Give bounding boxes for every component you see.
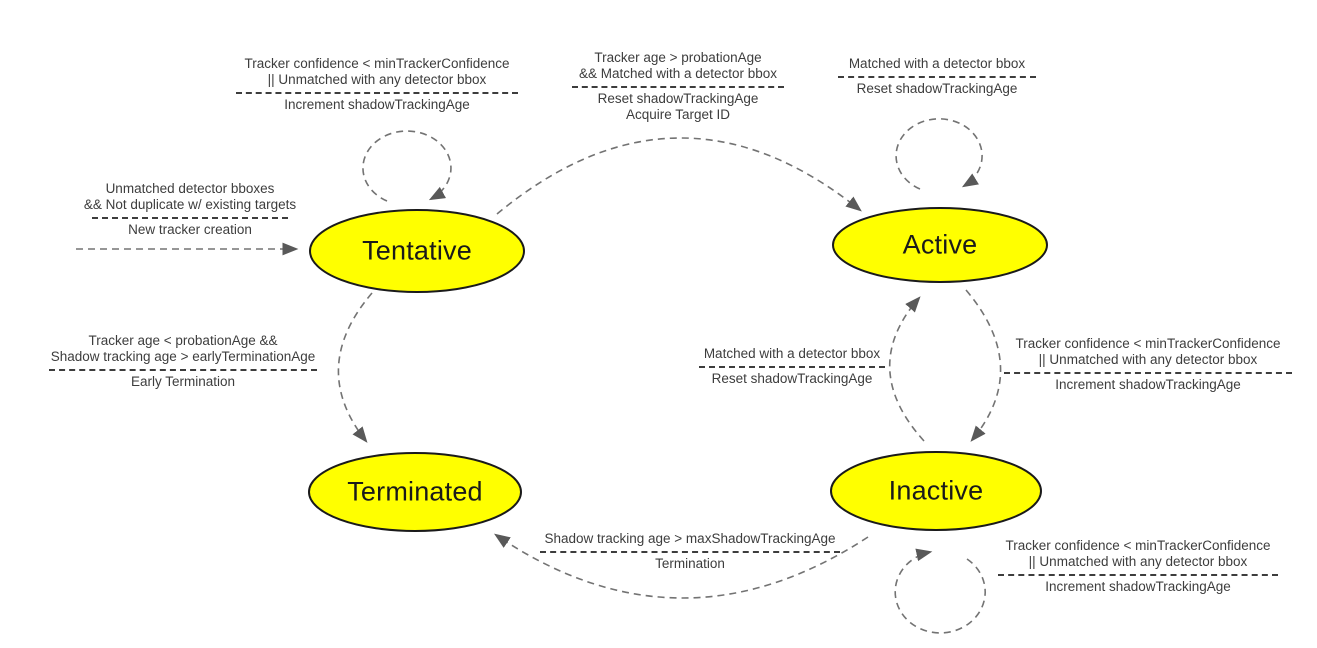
label-inactive-to-terminated: Shadow tracking age > maxShadowTrackingA… — [530, 531, 850, 572]
state-tentative-shape — [309, 209, 525, 293]
condition-line: Shadow tracking age > maxShadowTrackingA… — [544, 531, 836, 546]
state-active-shape — [832, 207, 1048, 283]
label-divider — [540, 551, 840, 553]
label-divider — [49, 369, 317, 371]
label-inactive-to-active: Matched with a detector bbox Reset shado… — [677, 346, 907, 387]
condition-line: Tracker age < probationAge && — [88, 333, 278, 348]
arrow-active-self-loop — [895, 118, 983, 190]
condition-line: && Not duplicate w/ existing targets — [83, 197, 297, 212]
state-terminated-label: Terminated — [347, 476, 483, 507]
label-divider — [699, 366, 885, 368]
label-inactive-self: Tracker confidence < minTrackerConfidenc… — [982, 538, 1294, 595]
state-tentative-label: Tentative — [362, 235, 472, 266]
condition-line: || Unmatched with any detector bbox — [267, 72, 487, 87]
action-line: Acquire Target ID — [625, 107, 731, 122]
state-inactive-label: Inactive — [888, 475, 984, 506]
condition-line: Matched with a detector bbox — [848, 56, 1026, 71]
arrow-active-to-inactive — [965, 289, 1002, 442]
state-active-label: Active — [902, 229, 978, 260]
action-line: Reset shadowTrackingAge — [597, 91, 759, 106]
label-new-tracker: Unmatched detector bboxes && Not duplica… — [65, 181, 315, 238]
condition-line: Tracker confidence < minTrackerConfidenc… — [244, 56, 510, 71]
arrow-inactive-to-active — [888, 296, 925, 442]
action-line: Increment shadowTrackingAge — [1045, 579, 1231, 594]
state-terminated-shape — [308, 452, 522, 532]
condition-line: && Matched with a detector bbox — [578, 66, 778, 81]
condition-line: Tracker confidence < minTrackerConfidenc… — [1005, 538, 1271, 553]
arrow-tentative-to-terminated — [337, 292, 373, 443]
action-line: Increment shadowTrackingAge — [284, 97, 470, 112]
action-line: New tracker creation — [128, 222, 252, 237]
condition-line: Matched with a detector bbox — [703, 346, 881, 361]
arrow-inactive-to-terminated — [494, 533, 869, 599]
label-tentative-self: Tracker confidence < minTrackerConfidenc… — [217, 56, 537, 113]
action-line: Reset shadowTrackingAge — [711, 371, 873, 386]
arrow-inactive-self-loop — [894, 548, 986, 634]
label-active-to-inactive: Tracker confidence < minTrackerConfidenc… — [992, 336, 1304, 393]
condition-line: || Unmatched with any detector bbox — [1028, 554, 1248, 569]
label-active-self: Matched with a detector bbox Reset shado… — [817, 56, 1057, 97]
label-divider — [572, 86, 784, 88]
label-divider — [92, 217, 288, 219]
label-divider — [1004, 372, 1292, 374]
condition-line: || Unmatched with any detector bbox — [1038, 352, 1258, 367]
label-tentative-to-terminated: Tracker age < probationAge && Shadow tra… — [33, 333, 333, 390]
condition-line: Unmatched detector bboxes — [105, 181, 275, 196]
action-line: Reset shadowTrackingAge — [856, 81, 1018, 96]
condition-line: Tracker confidence < minTrackerConfidenc… — [1015, 336, 1281, 351]
label-divider — [998, 574, 1278, 576]
condition-line: Tracker age > probationAge — [594, 50, 762, 65]
label-divider — [838, 76, 1036, 78]
arrow-tentative-self-loop — [362, 130, 452, 202]
action-line: Increment shadowTrackingAge — [1055, 377, 1241, 392]
condition-line: Shadow tracking age > earlyTerminationAg… — [50, 349, 316, 364]
label-divider — [236, 92, 518, 94]
arrow-tentative-to-active — [496, 137, 862, 215]
label-tentative-to-active: Tracker age > probationAge && Matched wi… — [548, 50, 808, 123]
state-inactive-shape — [830, 451, 1042, 531]
action-line: Termination — [655, 556, 725, 571]
action-line: Early Termination — [130, 374, 236, 389]
